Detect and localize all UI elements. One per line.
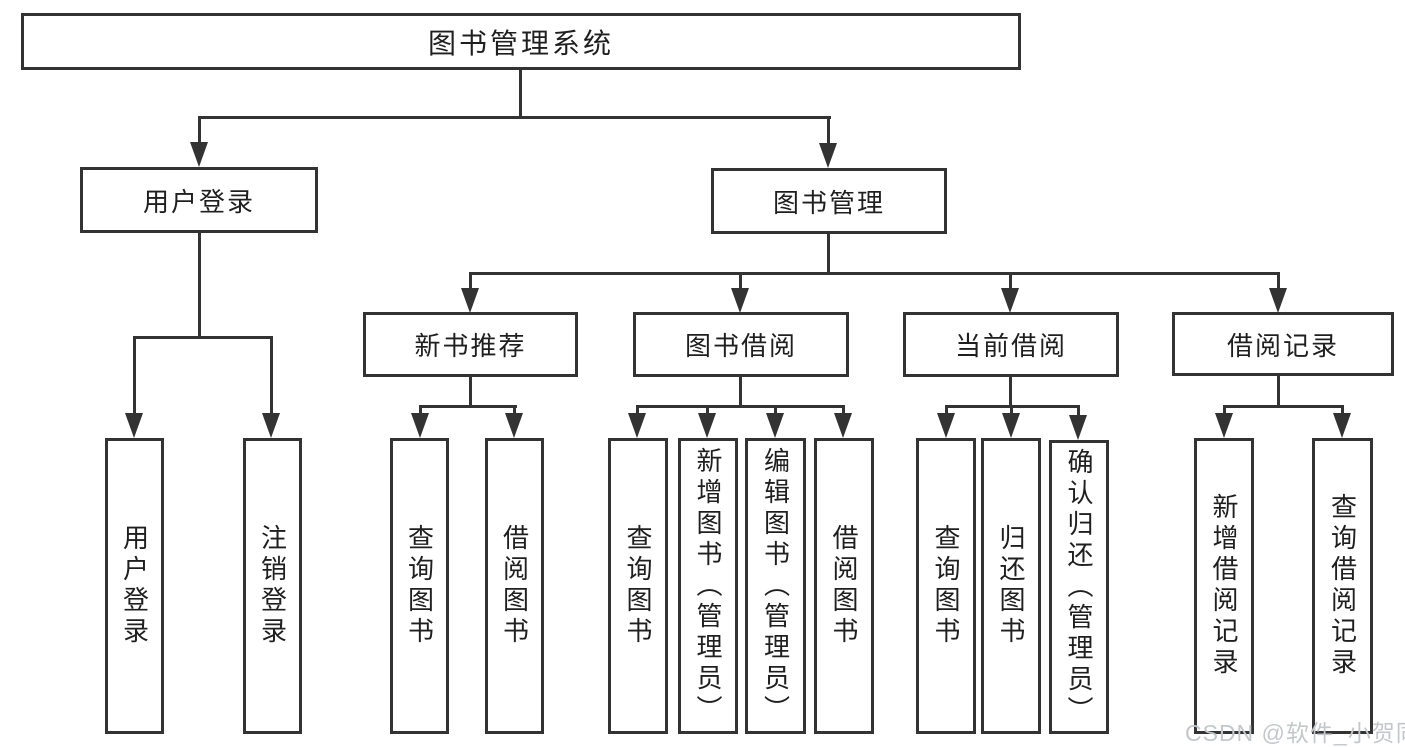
node-label: 图书管理 — [772, 187, 885, 218]
leaf-bb-edit-book-admin: 编辑图书（管理员） — [745, 438, 806, 734]
connector-book-borrow-rail — [636, 405, 845, 408]
connector-root-trunk — [519, 70, 522, 117]
node-book-management: 图书管理 — [711, 168, 947, 234]
leaf-cb-query-books: 查询图书 — [916, 438, 976, 734]
connector-current-borrow-rail — [945, 405, 1080, 408]
leaf-label: 查询借阅记录 — [1327, 493, 1358, 679]
leaf-label: 用户登录 — [119, 524, 150, 648]
leaf-label: 编辑图书（管理员） — [760, 446, 791, 726]
connector-stem — [636, 407, 639, 416]
leaf-label: 查询图书 — [404, 524, 435, 648]
connector-records-rail — [1223, 405, 1344, 408]
connector-stem — [774, 407, 777, 416]
node-new-book-recommend: 新书推荐 — [363, 312, 578, 377]
node-label: 借阅记录 — [1226, 330, 1339, 361]
arrow-down-icon — [766, 413, 784, 438]
leaf-bb-add-book-admin: 新增图书（管理员） — [678, 438, 738, 734]
connector-records-trunk — [1277, 375, 1280, 407]
connector-stem — [198, 118, 201, 144]
leaf-nb-query-books: 查询图书 — [390, 438, 449, 734]
arrow-down-icon — [819, 143, 837, 168]
arrow-down-icon — [937, 413, 955, 438]
arrow-down-icon — [262, 413, 280, 438]
leaf-label: 注销登录 — [257, 524, 288, 648]
connector-user-login-trunk — [198, 232, 201, 339]
node-current-borrowing: 当前借阅 — [903, 312, 1119, 377]
connector-user-login-rail — [133, 336, 273, 339]
leaf-label: 查询图书 — [623, 524, 653, 648]
arrow-down-icon — [1333, 413, 1351, 438]
connector-stem — [739, 274, 742, 290]
leaf-cb-confirm-return-admin: 确认归还（管理员） — [1049, 440, 1109, 734]
connector-book-mgmt-trunk — [827, 233, 830, 274]
arrow-down-icon — [1069, 415, 1087, 440]
leaf-label: 新增图书（管理员） — [693, 446, 723, 726]
connector-stem — [469, 274, 472, 290]
leaf-nb-borrow-books: 借阅图书 — [485, 438, 544, 734]
leaf-label: 确认归还（管理员） — [1064, 447, 1094, 727]
connector-stem — [1277, 274, 1280, 290]
node-book-borrowing: 图书借阅 — [633, 312, 849, 377]
arrow-down-icon — [190, 142, 208, 167]
leaf-br-add-record: 新增借阅记录 — [1194, 438, 1254, 734]
connector-stem — [133, 338, 136, 414]
connector-stem — [842, 407, 845, 416]
leaf-logout: 注销登录 — [243, 438, 302, 734]
connector-stem — [1010, 407, 1013, 416]
connector-stem — [270, 338, 273, 414]
arrow-down-icon — [1215, 413, 1233, 438]
node-root-system: 图书管理系统 — [21, 13, 1021, 70]
arrow-down-icon — [505, 413, 523, 438]
watermark: CSDN @软件_小贺同学 — [1185, 720, 1405, 746]
node-user-login: 用户登录 — [80, 167, 318, 233]
connector-level3-rail — [469, 272, 1280, 275]
leaf-user-login: 用户登录 — [105, 438, 164, 734]
connector-book-borrow-trunk — [739, 377, 742, 407]
arrow-down-icon — [834, 413, 852, 438]
node-label: 新书推荐 — [414, 331, 527, 361]
connector-stem — [827, 118, 830, 144]
node-label: 图书借阅 — [684, 331, 797, 361]
connector-stem — [513, 407, 516, 416]
connector-new-book-rail — [419, 405, 517, 408]
arrow-down-icon — [1002, 413, 1020, 438]
connector-stem — [706, 407, 709, 416]
leaf-cb-return-books: 归还图书 — [981, 438, 1041, 734]
node-label: 当前借阅 — [954, 331, 1067, 361]
leaf-label: 归还图书 — [996, 524, 1026, 648]
arrow-down-icon — [461, 288, 479, 313]
arrow-down-icon — [628, 413, 646, 438]
leaf-br-query-record: 查询借阅记录 — [1312, 438, 1373, 734]
connector-stem — [1077, 407, 1080, 416]
leaf-label: 查询图书 — [931, 524, 961, 648]
arrow-down-icon — [1269, 288, 1287, 313]
connector-current-borrow-trunk — [1009, 377, 1012, 407]
leaf-label: 借阅图书 — [829, 524, 859, 648]
connector-stem — [419, 407, 422, 416]
connector-stem — [1341, 407, 1344, 416]
connector-stem — [945, 407, 948, 416]
connector-new-book-trunk — [469, 377, 472, 407]
arrow-down-icon — [698, 413, 716, 438]
leaf-label: 借阅图书 — [499, 524, 530, 648]
node-label: 图书管理系统 — [427, 27, 614, 59]
leaf-label: 新增借阅记录 — [1209, 493, 1239, 679]
arrow-down-icon — [731, 288, 749, 313]
connector-level1-rail — [198, 116, 831, 119]
arrow-down-icon — [125, 413, 143, 438]
arrow-down-icon — [1001, 288, 1019, 313]
connector-stem — [1223, 407, 1226, 416]
node-label: 用户登录 — [142, 186, 255, 217]
leaf-bb-borrow-books: 借阅图书 — [814, 438, 874, 734]
arrow-down-icon — [411, 413, 429, 438]
node-borrowing-records: 借阅记录 — [1172, 312, 1394, 376]
leaf-bb-query-books: 查询图书 — [608, 438, 668, 734]
connector-stem — [1009, 274, 1012, 290]
